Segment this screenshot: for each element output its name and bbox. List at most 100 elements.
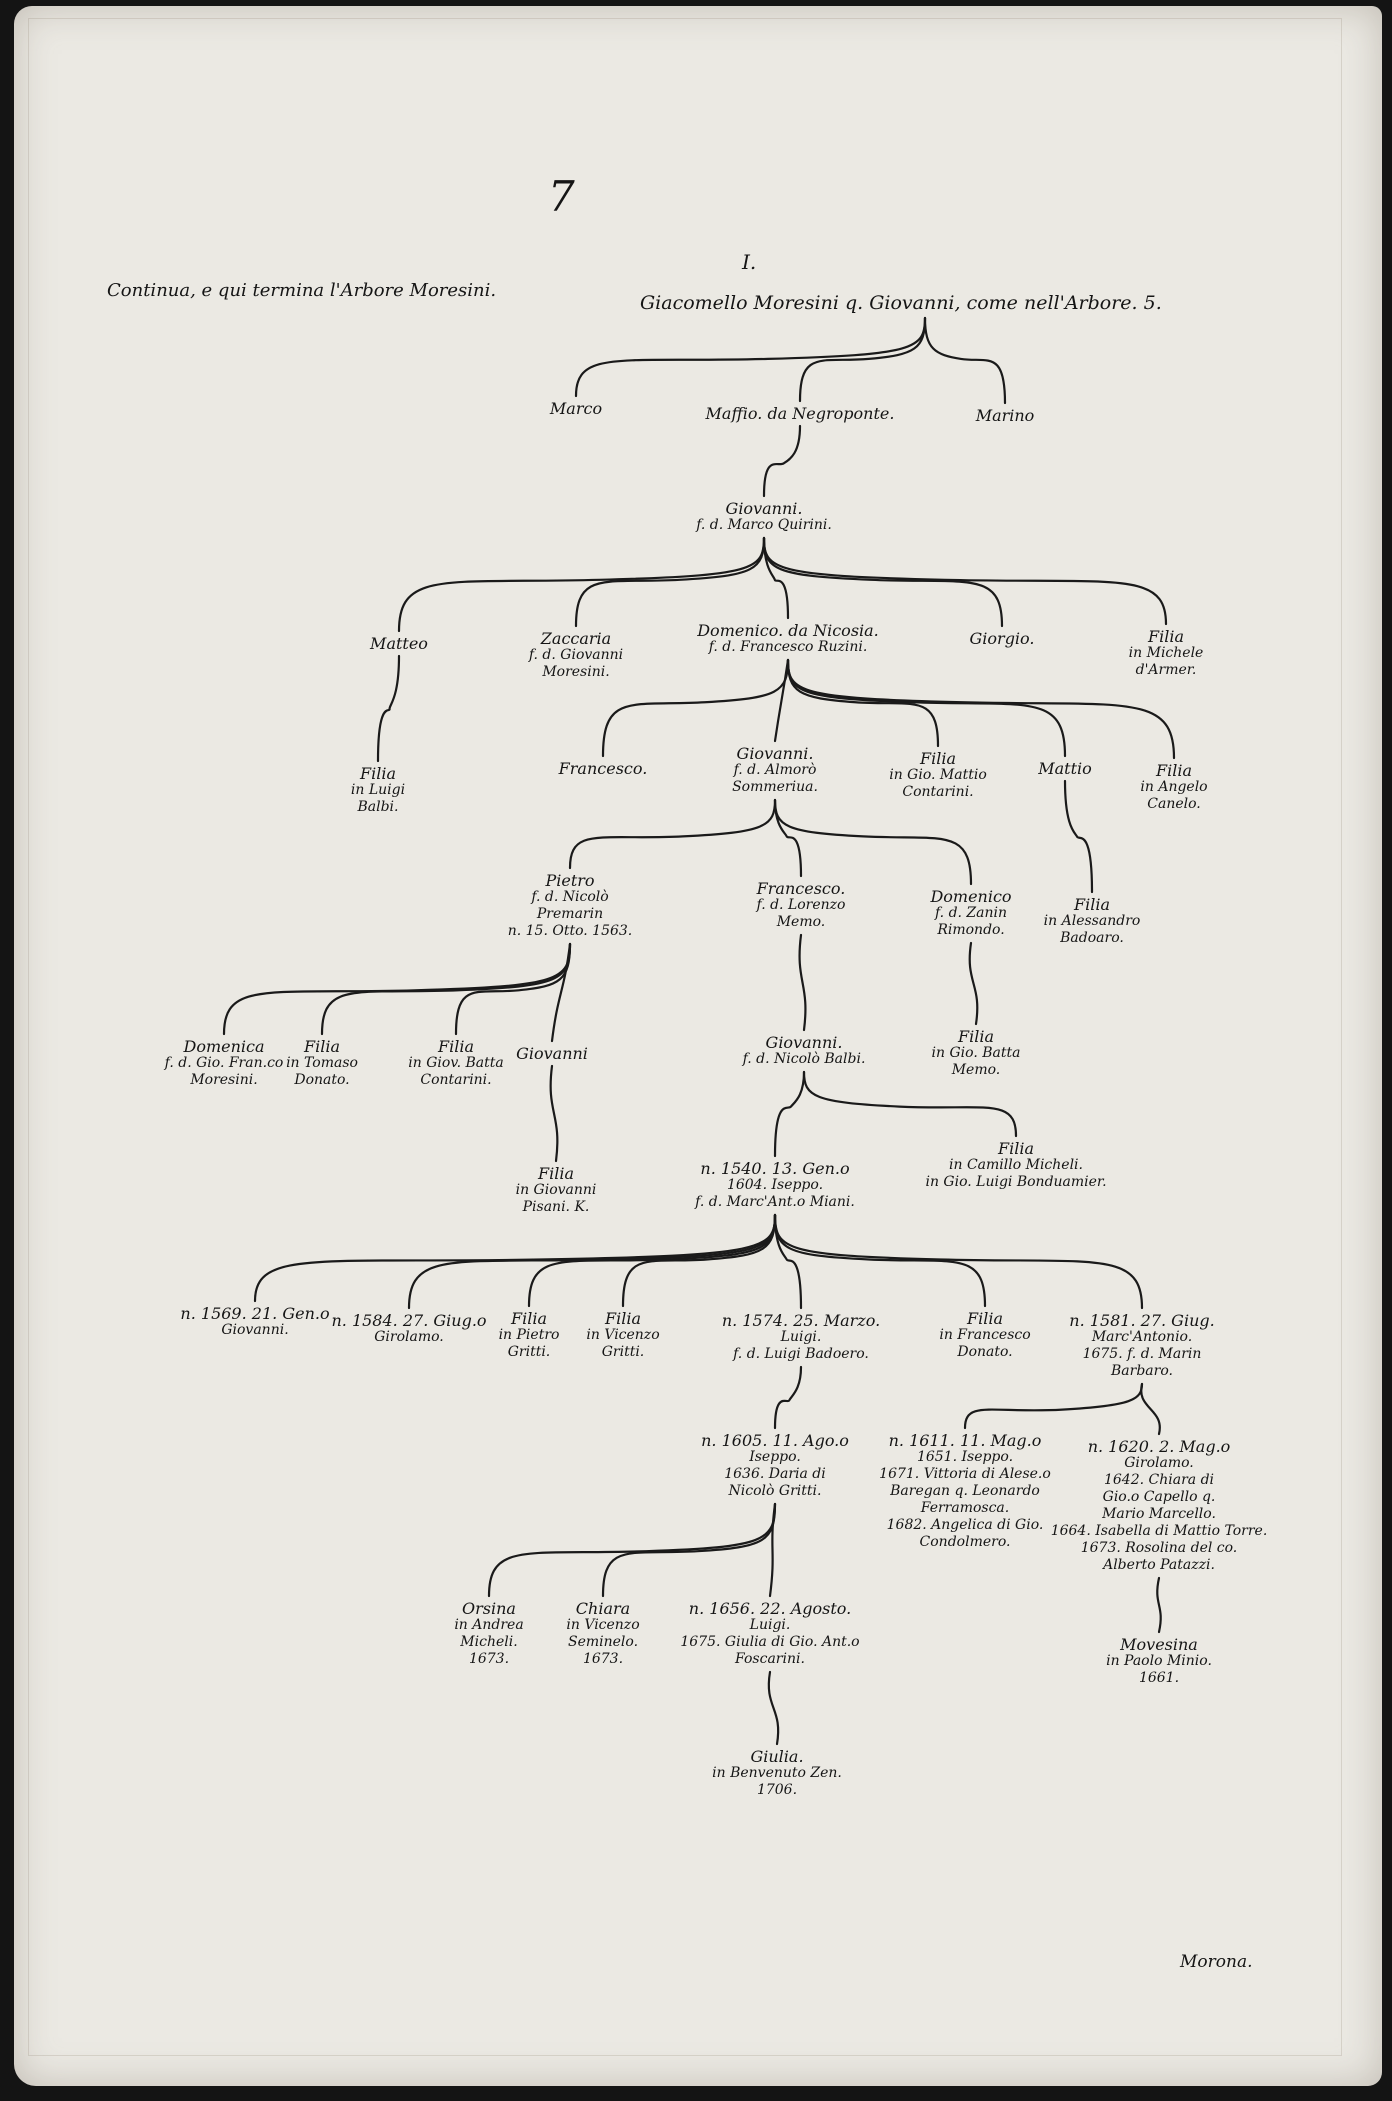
connector-giovanni3-filia_pisani	[549, 1064, 559, 1163]
family-member-maffio: Maffio. da Negroponte.	[706, 405, 895, 422]
member-detail: f. d. Lorenzo	[756, 897, 846, 913]
connector-iseppo1-filia_gritti1	[527, 1213, 777, 1308]
connector-luigi2-giulia	[767, 1670, 780, 1746]
member-detail: in Tomaso	[286, 1055, 358, 1071]
member-detail: 1642. Chiara di	[1103, 1472, 1215, 1488]
member-detail: Giovanni.	[221, 1322, 289, 1338]
member-detail: Moresini.	[542, 664, 610, 680]
connector-giovanni4-iseppo1	[773, 1070, 806, 1158]
family-member-marcantonio: n. 1581. 27. Giug.Marc'Antonio.1675. f. …	[1069, 1312, 1214, 1380]
member-name: Francesco.	[558, 759, 648, 778]
member-detail: in Giovanni	[515, 1182, 597, 1198]
connector-iseppo1-marcantonio	[773, 1213, 1144, 1310]
member-name: Giulia.	[750, 1747, 804, 1766]
member-name: Francesco.	[756, 879, 846, 898]
member-detail: Condolmero.	[919, 1534, 1011, 1550]
member-detail: Barbaro.	[1111, 1363, 1173, 1379]
connector-matteo-filia_balbi	[376, 654, 401, 763]
member-name: n. 1540. 13. Gen.o	[700, 1159, 850, 1178]
member-name: Matteo	[370, 634, 428, 653]
member-name: Movesina	[1120, 1635, 1198, 1654]
member-detail: Premarin	[536, 906, 604, 922]
member-detail: Donato.	[294, 1072, 350, 1088]
member-detail: Iseppo.	[749, 1449, 801, 1465]
connector-root-marco	[574, 316, 927, 398]
member-detail: in Angelo	[1140, 779, 1208, 795]
member-detail: Gritti.	[601, 1344, 645, 1360]
tree-root: Giacomello Moresini q. Giovanni, come ne…	[640, 292, 1162, 314]
member-detail: 1675. Giulia di Gio. Ant.o	[680, 1634, 860, 1650]
family-member-matteo: Matteo	[370, 635, 428, 652]
member-detail: in Alessandro	[1043, 913, 1141, 929]
member-name: Domenico	[930, 887, 1012, 906]
page-number: 7	[548, 172, 575, 221]
member-name: Pietro	[545, 871, 595, 890]
member-name: Marino	[975, 406, 1035, 425]
member-name: Maffio. da Negroponte.	[705, 404, 895, 423]
member-detail: f. d. Marc'Ant.o Miani.	[695, 1194, 855, 1210]
connector-francesco2-giovanni4	[798, 933, 807, 1032]
member-detail: f. d. Zanin	[934, 905, 1008, 921]
generation-numeral: I.	[742, 250, 757, 274]
member-detail: in Benvenuto Zen.	[712, 1765, 842, 1781]
member-detail: Memo.	[951, 1062, 1001, 1078]
member-detail: Ferramosca.	[920, 1500, 1010, 1516]
member-detail: Balbi.	[357, 799, 399, 815]
member-detail: Gio.o Capello q.	[1102, 1489, 1216, 1505]
member-name: n. 1605. 11. Ago.o	[701, 1431, 849, 1450]
member-detail: Foscarini.	[735, 1651, 805, 1667]
member-detail: Gritti.	[507, 1344, 551, 1360]
connector-maffio-giovanni1	[762, 424, 802, 498]
family-member-luigi1: n. 1574. 25. Marzo.Luigi.f. d. Luigi Bad…	[722, 1312, 880, 1363]
connector-giovanni4-filia_micheli	[802, 1070, 1018, 1138]
connector-domenico1-giovanni2	[773, 658, 790, 743]
connector-girolamo2-movesina	[1156, 1576, 1162, 1634]
member-detail: f. d. Nicolò Balbi.	[742, 1051, 866, 1067]
connector-luigi1-iseppo2	[773, 1365, 803, 1430]
connector-marcantonio-girolamo2	[1140, 1382, 1161, 1436]
member-detail: Memo.	[776, 914, 826, 930]
connector-iseppo1-filia_gritti2	[621, 1213, 777, 1308]
member-detail: 1682. Angelica di Gio.	[886, 1517, 1044, 1533]
family-member-marino: Marino	[976, 407, 1035, 424]
member-detail: Pisani. K.	[522, 1199, 590, 1215]
family-member-giovanni4: Giovanni.f. d. Nicolò Balbi.	[743, 1034, 866, 1068]
member-name: Giorgio.	[969, 629, 1035, 648]
member-name: n. 1574. 25. Marzo.	[721, 1311, 881, 1330]
member-name: Filia	[1147, 627, 1184, 646]
family-member-luigi2: n. 1656. 22. Agosto.Luigi.1675. Giulia d…	[680, 1600, 859, 1668]
member-name: Domenica	[183, 1037, 265, 1056]
member-name: Filia	[303, 1037, 340, 1056]
member-detail: f. d. Gio. Fran.co	[164, 1055, 284, 1071]
member-detail: in Vicenzo	[566, 1617, 640, 1633]
member-name: Filia	[997, 1139, 1034, 1158]
member-detail: f. d. Francesco Ruzini.	[708, 639, 868, 655]
connector-pietro-domenica	[222, 942, 572, 1036]
member-detail: in Luigi	[350, 782, 406, 798]
member-name: n. 1581. 27. Giug.	[1069, 1311, 1215, 1330]
member-detail: 1673.	[468, 1651, 510, 1667]
member-detail: 1604. Iseppo.	[726, 1177, 824, 1193]
member-detail: Badoaro.	[1060, 930, 1124, 946]
member-name: Zaccaria	[540, 629, 612, 648]
member-detail: in Francesco	[939, 1327, 1031, 1343]
connector-iseppo2-orsina	[487, 1502, 777, 1598]
family-member-giovanni1: Giovanni.f. d. Marco Quirini.	[696, 500, 832, 534]
member-detail: 1636. Daria di	[724, 1466, 826, 1482]
member-detail: Luigi.	[749, 1617, 791, 1633]
member-name: Orsina	[462, 1599, 516, 1618]
member-detail: in Giov. Batta	[408, 1055, 504, 1071]
family-member-mattio: Mattio	[1038, 760, 1092, 777]
connector-giovanni2-francesco2	[773, 798, 803, 878]
member-detail: Mario Marcello.	[1102, 1506, 1216, 1522]
member-name: n. 1584. 27. Giug.o	[331, 1311, 487, 1330]
connector-giovanni1-matteo	[397, 536, 766, 633]
member-detail: 1661.	[1138, 1670, 1180, 1686]
connector-mattio-filia_badoaro	[1063, 779, 1094, 894]
